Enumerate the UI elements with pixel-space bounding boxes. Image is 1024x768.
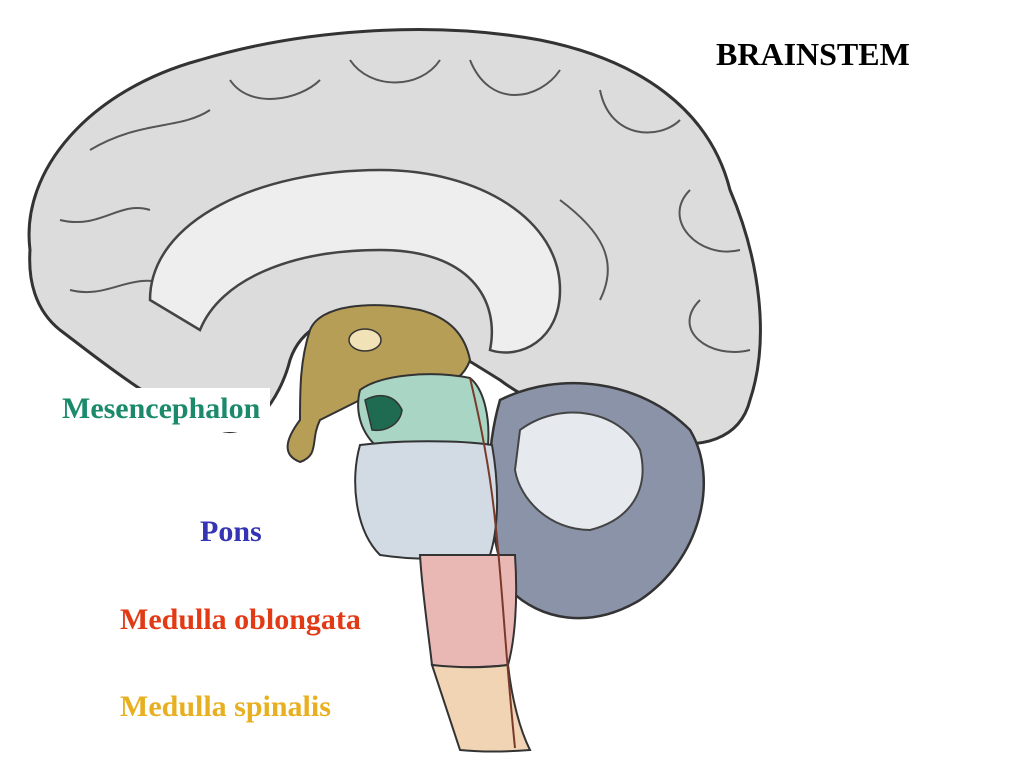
tectum-dark [364, 394, 403, 432]
thalamus-spot [348, 328, 382, 352]
label-mesencephalon: Mesencephalon [52, 388, 271, 432]
diagram-title: BRAINSTEM [716, 36, 910, 72]
medulla-oblongata-region [418, 553, 518, 669]
fourth-ventricle-line [469, 377, 516, 749]
medulla-spinalis-region [430, 663, 532, 753]
pons-region [354, 440, 499, 560]
cerebral-gyri [59, 59, 751, 353]
arbor-vitae [513, 411, 644, 532]
corpus-callosum [148, 168, 562, 354]
label-medulla-oblongata: Medulla oblongata [120, 603, 361, 636]
label-medulla-spinalis: Medulla spinalis [120, 690, 331, 723]
label-pons: Pons [200, 515, 262, 548]
